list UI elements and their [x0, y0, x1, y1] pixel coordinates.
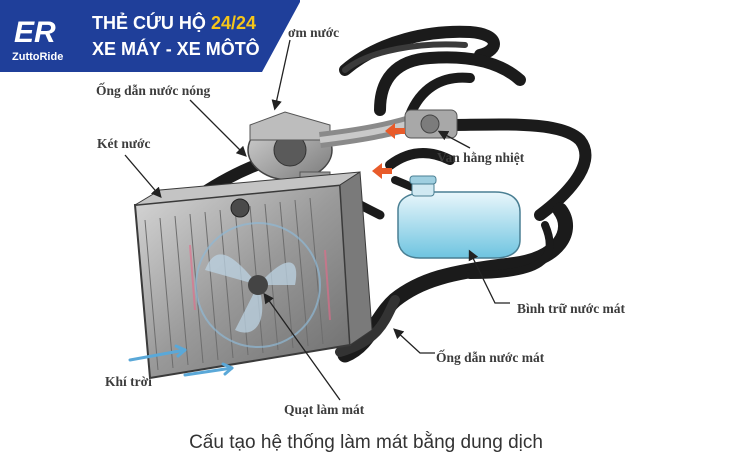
label-cool-pipe: Ống dẫn nước mát	[436, 350, 545, 365]
label-thermostat: Van hằng nhiệt	[437, 150, 525, 165]
banner-line2: XE MÁY - XE MÔTÔ	[92, 38, 260, 59]
diagram-labels: ơm nước Ống dẫn nước nóng Két nước Van h…	[96, 25, 626, 417]
label-air: Khí trời	[105, 374, 152, 389]
figure-caption: Cấu tạo hệ thống làm mát bằng dung dịch	[189, 432, 543, 453]
logo-name: ZuttoRide	[12, 51, 63, 63]
label-pump: ơm nước	[288, 25, 339, 40]
label-hot-pipe: Ống dẫn nước nóng	[96, 83, 210, 98]
logo-mark: ER	[14, 16, 56, 49]
label-reservoir: Bình trữ nước mát	[517, 301, 626, 316]
promo-banner: ER ZuttoRide THẺ CỨU HỘ 24/24 XE MÁY - X…	[0, 0, 300, 72]
radiator	[133, 171, 373, 380]
label-fan: Quạt làm mát	[284, 402, 365, 417]
leader-lines	[124, 39, 510, 401]
coolant-reservoir	[397, 175, 521, 259]
banner-line1: THẺ CỨU HỘ 24/24	[92, 12, 256, 33]
zuttoride-logo: ER ZuttoRide	[12, 16, 63, 63]
thermostat-housing	[404, 109, 458, 139]
cooling-system-diagram: ơm nước Ống dẫn nước nóng Két nước Van h…	[0, 0, 626, 417]
air-flow-arrows	[128, 344, 234, 377]
label-radiator: Két nước	[97, 136, 150, 151]
